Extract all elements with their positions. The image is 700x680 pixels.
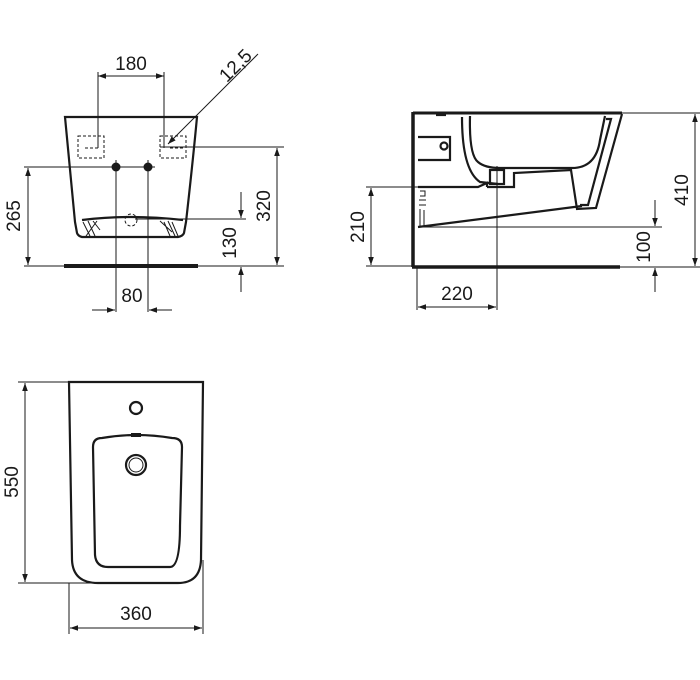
side-bowl: [468, 115, 607, 170]
dim-waste-depth: 220: [441, 284, 473, 305]
rear-right-foot: [159, 220, 179, 237]
top-body-outline: [67, 380, 205, 585]
top-view: 550 360: [2, 380, 205, 634]
dim-total-height: 410: [672, 174, 693, 206]
rear-body-outline: [63, 115, 199, 239]
rear-left-foot: [82, 220, 101, 237]
dim-waste-height: 130: [220, 227, 241, 259]
dim-side-supply-height: 210: [348, 211, 369, 243]
fixing-bracket-left: [77, 135, 105, 159]
dim-supply-height: 265: [4, 200, 25, 232]
top-bowl-outline: [91, 433, 184, 569]
rear-view: 180 12,5 320 265 130 80: [4, 46, 284, 313]
dim-supply-spacing: 80: [121, 286, 142, 307]
dim-fixing-height: 320: [254, 190, 275, 222]
side-body-outline: [487, 113, 624, 211]
drain-outer-icon: [124, 453, 148, 477]
dim-length: 550: [2, 466, 23, 498]
dim-width: 360: [120, 604, 152, 625]
side-base-slope: [417, 204, 583, 229]
drain-inner-icon: [128, 457, 144, 473]
dim-fixing-spacing: 180: [115, 54, 147, 75]
side-view: 410 210 100 220: [348, 111, 700, 310]
dim-fixing-hole: 12,5: [216, 46, 257, 87]
dim-side-waste-height: 100: [634, 231, 655, 263]
tap-hole-icon: [128, 400, 144, 416]
waste-outlet-icon: [124, 213, 138, 227]
